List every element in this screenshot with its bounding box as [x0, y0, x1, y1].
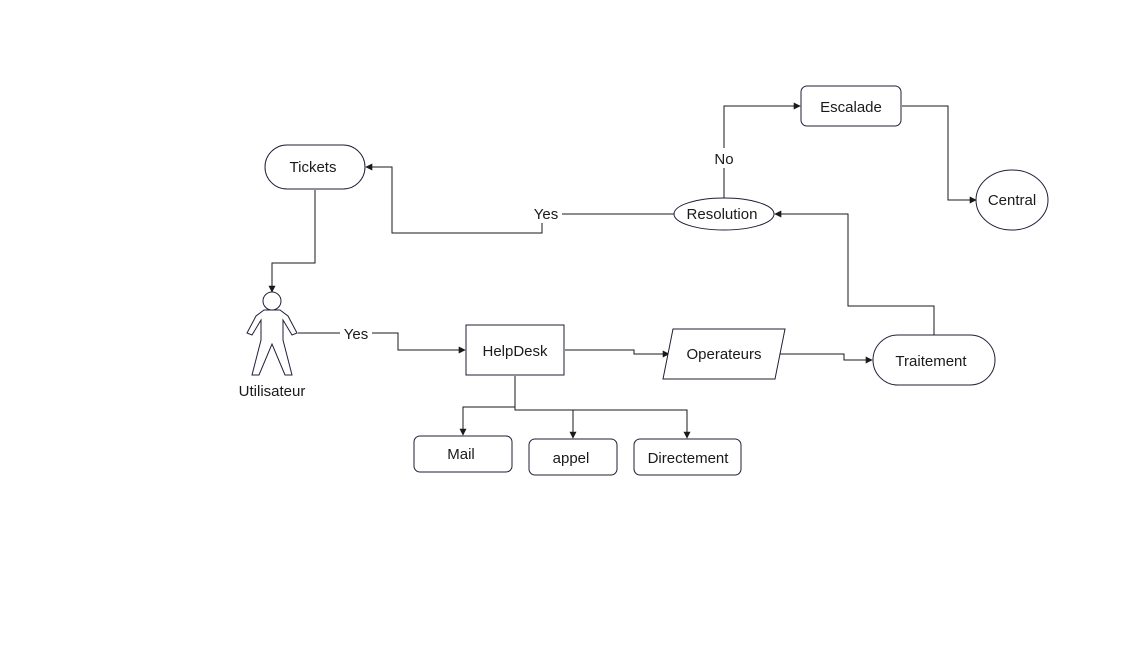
- svg-text:Yes: Yes: [534, 206, 558, 223]
- edge-label-yes-resolution: Yes: [530, 205, 562, 223]
- node-central[interactable]: Central: [975, 169, 1049, 231]
- svg-text:Mail: Mail: [447, 446, 475, 463]
- node-escalade[interactable]: Escalade: [800, 85, 902, 127]
- edge-label-no: No: [711, 148, 737, 168]
- svg-text:Escalade: Escalade: [820, 99, 882, 116]
- node-tickets[interactable]: Tickets: [264, 144, 366, 190]
- actor-icon: [246, 291, 298, 376]
- edge-traitement-resolution: [774, 210, 935, 335]
- node-helpdesk[interactable]: HelpDesk: [465, 324, 565, 376]
- svg-text:Yes: Yes: [344, 326, 368, 343]
- node-resolution[interactable]: Resolution: [673, 197, 775, 231]
- node-directement[interactable]: Directement: [633, 438, 742, 476]
- svg-text:Resolution: Resolution: [687, 206, 758, 223]
- node-operateurs[interactable]: Operateurs: [662, 328, 786, 380]
- svg-text:Directement: Directement: [648, 450, 730, 467]
- edge-helpdesk-appel: [514, 376, 577, 439]
- edge-tickets-utilisateur: [268, 190, 316, 293]
- edge-escalade-central: [902, 105, 977, 204]
- node-mail[interactable]: Mail: [413, 435, 513, 473]
- edge-label-yes-utilisateur: Yes: [340, 324, 372, 343]
- svg-text:Tickets: Tickets: [290, 159, 337, 176]
- svg-text:appel: appel: [553, 450, 590, 467]
- edge-utilisateur-helpdesk: [298, 332, 466, 354]
- edge-helpdesk-directement: [514, 376, 691, 439]
- node-traitement[interactable]: Traitement: [872, 334, 996, 386]
- node-utilisateur[interactable]: Utilisateur: [239, 291, 306, 400]
- svg-text:Operateurs: Operateurs: [686, 346, 761, 363]
- edge-helpdesk-operateurs: [565, 349, 670, 358]
- edge-resolution-escalade: [723, 102, 801, 200]
- node-appel[interactable]: appel: [528, 438, 618, 476]
- svg-text:HelpDesk: HelpDesk: [482, 343, 548, 360]
- svg-text:Utilisateur: Utilisateur: [239, 383, 306, 400]
- edge-resolution-tickets: [365, 163, 674, 234]
- edge-operateurs-traitement: [779, 353, 873, 364]
- svg-text:Central: Central: [988, 192, 1036, 209]
- svg-text:No: No: [714, 151, 733, 168]
- svg-text:Traitement: Traitement: [895, 353, 967, 370]
- edge-helpdesk-mail: [459, 376, 516, 436]
